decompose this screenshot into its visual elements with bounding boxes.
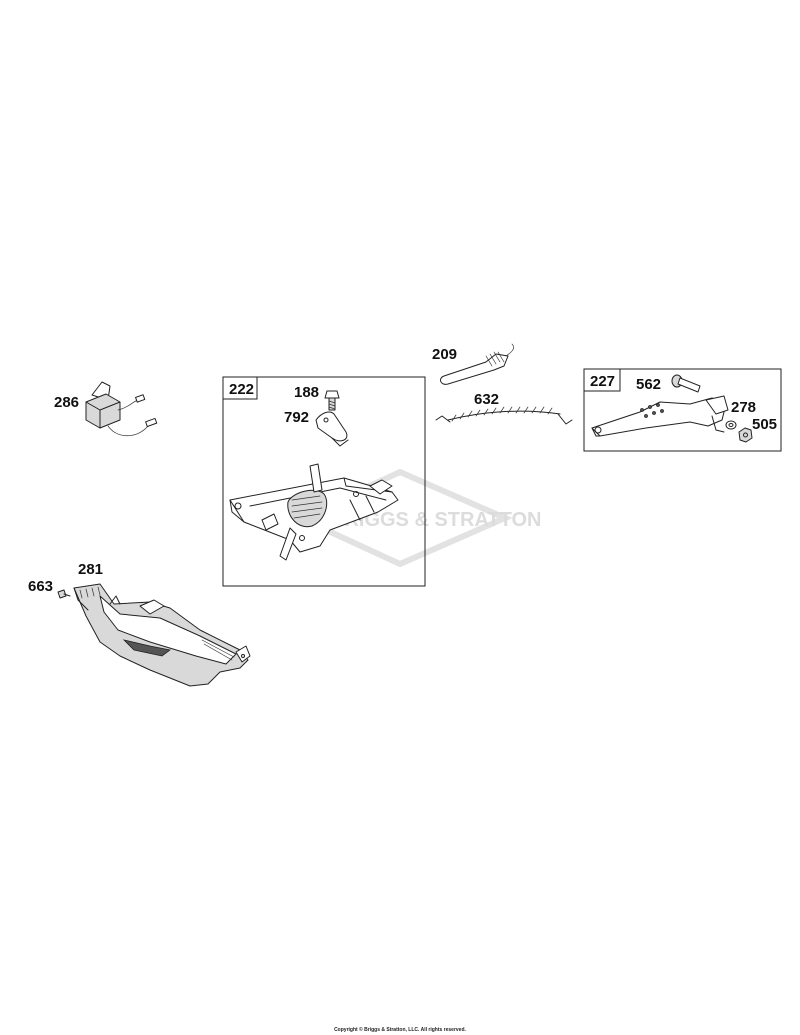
box-227-frame xyxy=(583,368,782,452)
box-222 xyxy=(222,376,426,587)
callout-505: 505 xyxy=(752,416,777,433)
box-227 xyxy=(583,368,782,452)
part-632-drawing xyxy=(435,406,573,425)
part-505-drawing xyxy=(738,427,753,443)
part-188-drawing xyxy=(324,390,340,411)
callout-663: 663 xyxy=(28,578,53,595)
part-209-drawing xyxy=(440,343,514,385)
box-222-tab xyxy=(222,376,258,400)
box-222-frame xyxy=(222,376,426,587)
control-bracket-drawing xyxy=(229,463,399,561)
callout-222: 222 xyxy=(229,381,254,398)
callout-278: 278 xyxy=(731,399,756,416)
callout-227: 227 xyxy=(590,373,615,390)
callout-632: 632 xyxy=(474,391,499,408)
part-562-drawing xyxy=(671,374,701,393)
part-663-drawing xyxy=(57,589,71,599)
callout-792: 792 xyxy=(284,409,309,426)
copyright-notice: Copyright © Briggs & Stratton, LLC. All … xyxy=(334,1027,466,1033)
part-281-drawing xyxy=(73,583,251,687)
callout-281: 281 xyxy=(78,561,103,578)
callout-562: 562 xyxy=(636,376,661,393)
callout-286: 286 xyxy=(54,394,79,411)
watermark-text: BRIGGS & STRATTON xyxy=(330,509,541,531)
part-792-drawing xyxy=(315,411,349,447)
callout-209: 209 xyxy=(432,346,457,363)
box-227-tab xyxy=(583,368,621,392)
callout-188: 188 xyxy=(294,384,319,401)
part-278-drawing xyxy=(725,420,737,430)
control-lever-drawing xyxy=(591,395,729,437)
part-286-drawing xyxy=(85,381,158,437)
